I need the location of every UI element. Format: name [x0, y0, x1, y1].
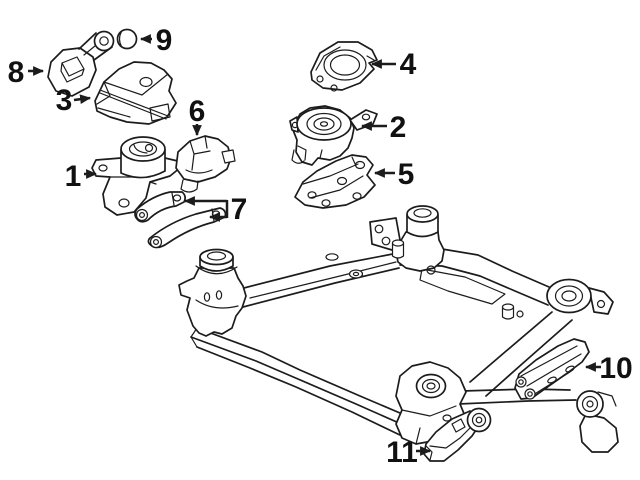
callout-3: 3	[56, 84, 92, 117]
callout-1: 1	[65, 160, 98, 193]
callout-11-label: 11	[386, 436, 418, 469]
callout-11: 11	[386, 436, 432, 469]
subframe-crossmember	[178, 205, 619, 453]
part-10-transmission-mount	[514, 338, 590, 400]
callout-2: 2	[360, 111, 407, 144]
callout-3-label: 3	[56, 84, 73, 117]
subframe-front-right-corner	[576, 390, 619, 453]
part-11-lower-torque-strut	[423, 407, 492, 462]
callout-2-label: 2	[390, 111, 407, 144]
callout-7-label: 7	[231, 193, 248, 226]
callout-1-label: 1	[65, 160, 82, 193]
callout-7: 7	[183, 193, 248, 226]
part-2-round-engine-mount	[289, 105, 378, 166]
callout-10-label: 10	[599, 352, 632, 385]
subframe-left-tower	[178, 248, 247, 337]
part-9-cap-plug	[116, 28, 138, 50]
subframe-rear-bushing	[546, 278, 614, 315]
part-8-upper-torque-strut	[47, 30, 115, 97]
callout-6: 6	[189, 95, 206, 137]
callout-5: 5	[373, 158, 415, 191]
part-5-mount-support-bracket	[294, 154, 376, 209]
callouts: 1 2 3 4 5 6 7 8	[8, 24, 633, 469]
subframe-middle-tower	[369, 205, 445, 275]
callout-8-label: 8	[8, 56, 25, 89]
part-7-support-braces	[134, 191, 227, 249]
callout-6-label: 6	[189, 95, 206, 128]
callout-4-label: 4	[400, 48, 417, 81]
callout-8: 8	[8, 56, 45, 89]
callout-10: 10	[584, 352, 633, 385]
callout-9-label: 9	[156, 24, 173, 57]
callout-4: 4	[370, 48, 417, 81]
part-1-engine-mount	[91, 136, 187, 216]
part-3-engine-mount-bracket	[94, 61, 177, 125]
part-4-mount-cover-plate	[310, 41, 378, 92]
part-6-mount-insulator	[175, 135, 236, 193]
callout-5-label: 5	[398, 158, 415, 191]
callout-9: 9	[139, 24, 173, 57]
